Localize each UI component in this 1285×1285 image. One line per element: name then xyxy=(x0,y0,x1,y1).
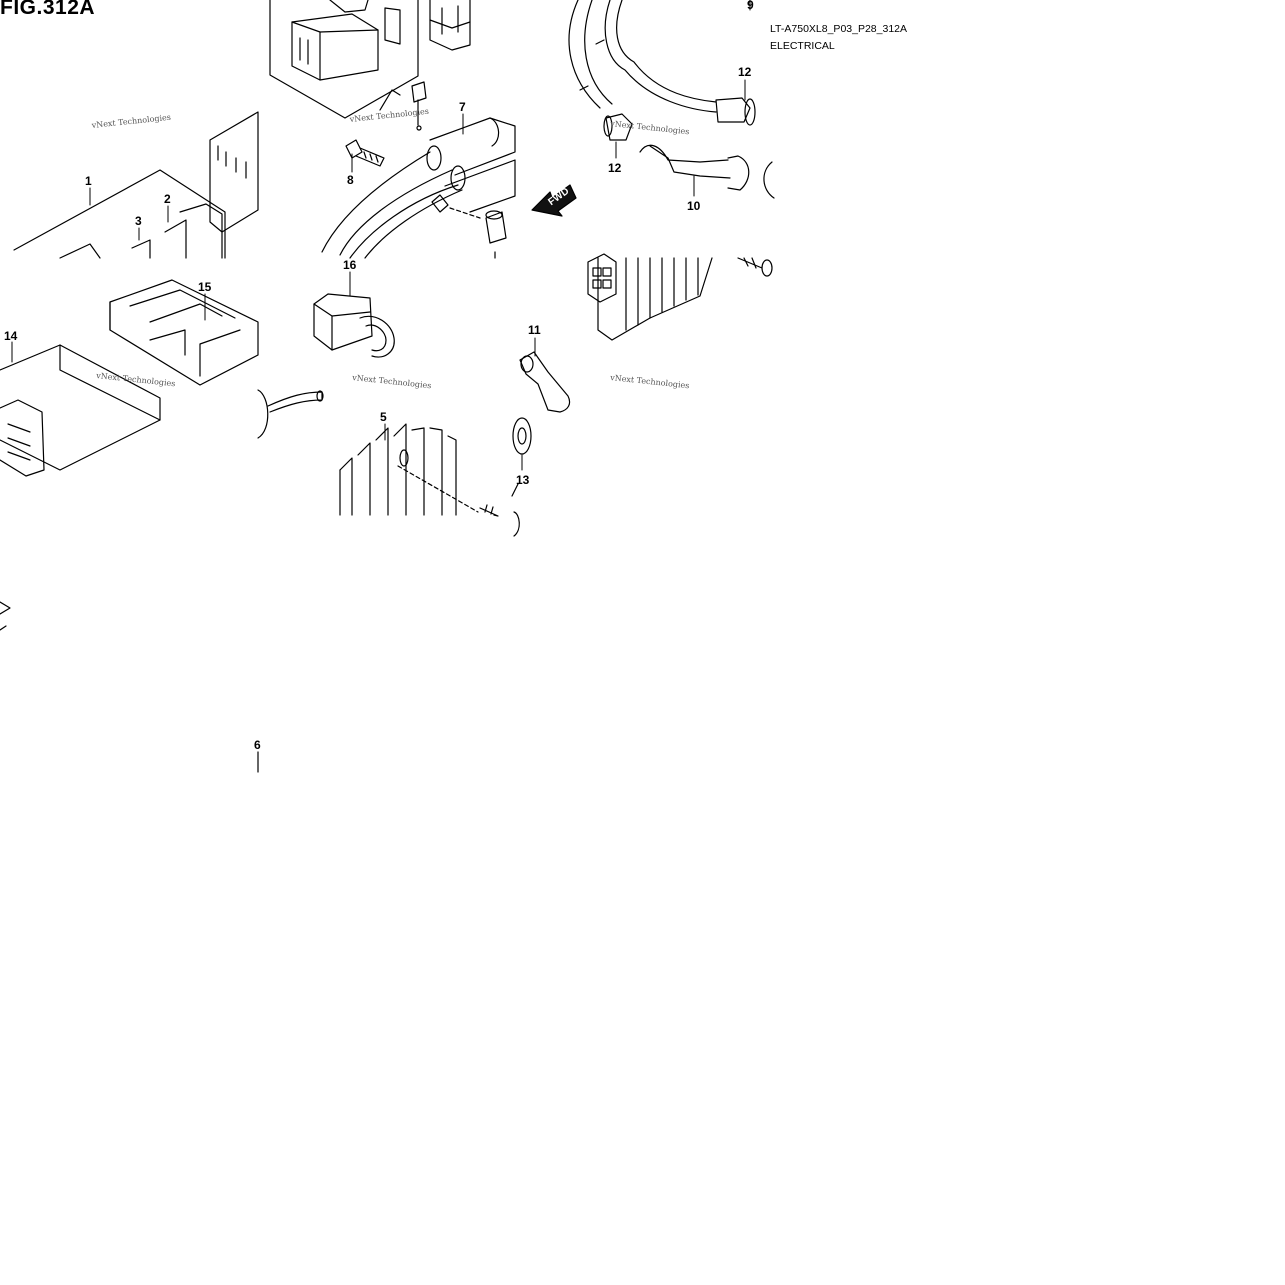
fuse-holder-panel xyxy=(321,117,516,259)
callout-7: 7 xyxy=(459,100,466,114)
callout-8: 8 xyxy=(347,173,354,187)
leader-lines xyxy=(11,0,751,471)
callout-13: 13 xyxy=(516,473,530,487)
ecm-panel xyxy=(13,111,259,259)
callout-12-upper: 12 xyxy=(738,65,752,79)
watermark-3: vNext Technologies xyxy=(609,119,690,136)
callout-1: 1 xyxy=(85,174,92,188)
watermark-4: vNext Technologies xyxy=(95,371,176,388)
callout-10: 10 xyxy=(687,199,701,213)
callouts: 1 2 3 5 6 7 8 9 10 11 12 12 13 14 15 16 xyxy=(4,0,754,752)
callout-6: 6 xyxy=(254,738,261,752)
callout-2: 2 xyxy=(164,192,171,206)
fragment-left xyxy=(0,601,11,615)
section-label: ELECTRICAL xyxy=(770,40,835,52)
callout-9: 9 xyxy=(747,0,754,12)
callout-3: 3 xyxy=(135,214,142,228)
watermark-group: vNext Technologies vNext Technologies vN… xyxy=(90,107,689,391)
ecm-bracket-panel xyxy=(0,279,324,477)
starter-relay-panel xyxy=(269,0,471,131)
forward-arrow-icon xyxy=(531,184,577,217)
fragment-left-2 xyxy=(0,625,7,631)
callout-5: 5 xyxy=(380,410,387,424)
reference-code: LT-A750XL8_P03_P28_312A xyxy=(770,23,908,35)
watermark-5: vNext Technologies xyxy=(351,373,432,390)
wire-harness-panel xyxy=(568,0,775,199)
coupler-regulator-panel xyxy=(313,293,499,517)
callout-11: 11 xyxy=(528,323,541,337)
regulator-panel xyxy=(587,253,773,341)
watermark-6: vNext Technologies xyxy=(609,373,690,390)
callout-16: 16 xyxy=(343,258,357,272)
callout-12-lower: 12 xyxy=(608,161,622,175)
watermark-1: vNext Technologies xyxy=(90,113,171,130)
cap-washer-panel xyxy=(511,351,571,537)
callout-14: 14 xyxy=(4,329,18,343)
callout-15: 15 xyxy=(198,280,212,294)
figure-title: FIG.312A xyxy=(0,0,96,19)
